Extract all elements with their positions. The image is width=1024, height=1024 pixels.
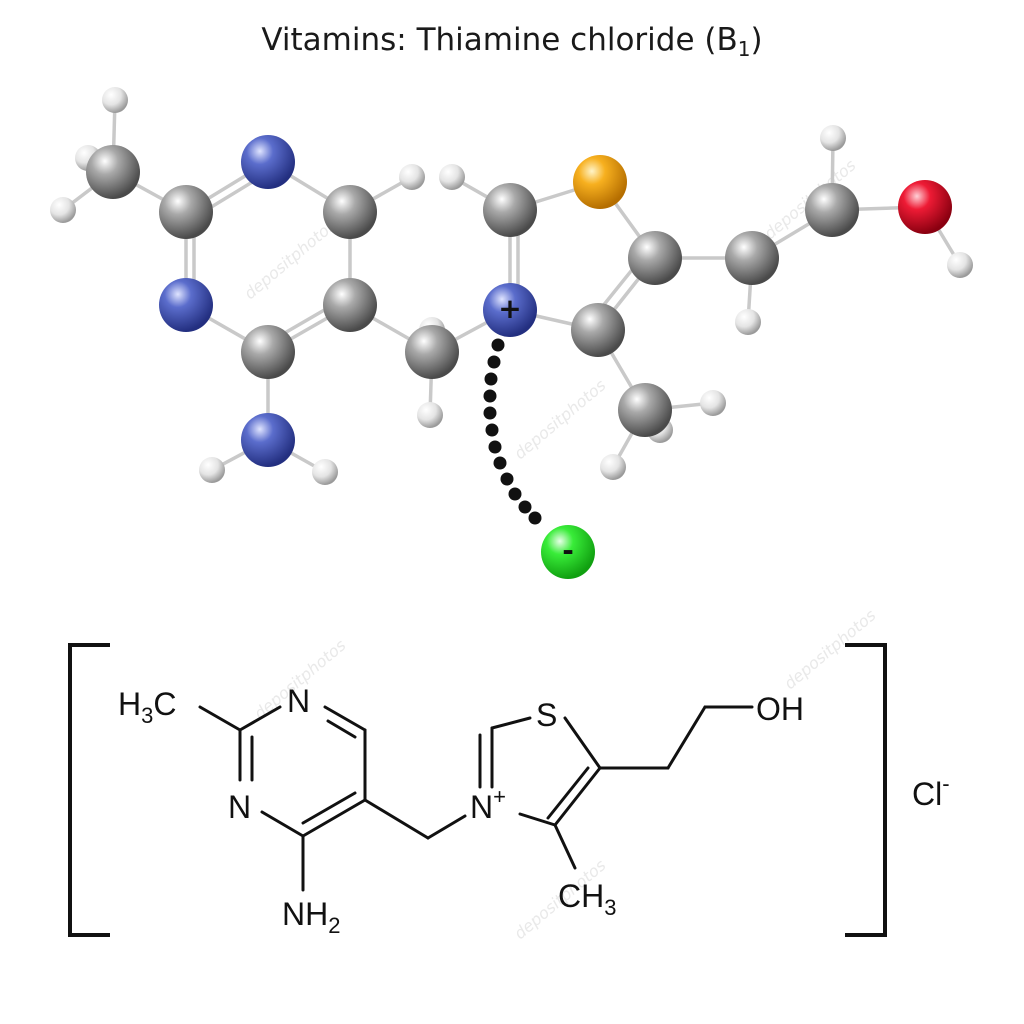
figure-title: Vitamins: Thiamine chloride (B1) — [0, 22, 1024, 61]
hydrogen-atom — [735, 309, 761, 335]
nitrogen-atom — [159, 278, 213, 332]
title-text: Vitamins: Thiamine chloride (B — [261, 22, 738, 58]
sulfur-label: S — [536, 697, 557, 733]
hydrogen-atom — [820, 125, 846, 151]
hydrogen-atom — [417, 402, 443, 428]
pyrimidine-n-top-label: N — [287, 683, 310, 719]
hydrogen-atom — [399, 164, 425, 190]
title-close-paren: ) — [750, 22, 763, 58]
ionic-interaction-dots — [483, 338, 542, 525]
sulfur-atom — [573, 155, 627, 209]
hydrogen-atom — [700, 390, 726, 416]
carbon-atom — [323, 278, 377, 332]
carbon-atom — [241, 325, 295, 379]
left-bracket — [68, 643, 110, 937]
hydrogen-atom — [50, 197, 76, 223]
chloride-counter-ion-label: Cl- — [912, 771, 950, 812]
watermark-text: depositphotos — [240, 216, 339, 304]
carbon-atom — [805, 183, 859, 237]
heavy-atoms — [86, 135, 952, 579]
structural-formula: H3C N N NH2 N+ S OH CH3 Cl- — [68, 643, 950, 938]
hydrogen-atom — [199, 457, 225, 483]
title-subscript: 1 — [737, 37, 751, 61]
thiazolium-n-plus-label: N+ — [470, 784, 506, 825]
hydroxyl-label: OH — [756, 691, 804, 727]
carbon-atom — [725, 231, 779, 285]
watermark-text: depositphotos — [510, 376, 609, 464]
nitrogen-atom — [241, 135, 295, 189]
carbon-atom — [618, 383, 672, 437]
carbon-atom — [323, 185, 377, 239]
carbon-atom — [405, 325, 459, 379]
pyrimidine-n-left-label: N — [228, 789, 251, 825]
anion-charge-label: - — [562, 534, 574, 567]
hydrogen-atom — [947, 252, 973, 278]
hydrogen-atom — [439, 164, 465, 190]
ring-methyl-label: CH3 — [558, 878, 616, 920]
ball-stick-model: + - — [50, 87, 973, 579]
carbon-atom — [483, 183, 537, 237]
watermark-text: depositphotos — [780, 606, 879, 694]
cation-charge-label: + — [498, 292, 521, 325]
nitrogen-cation-atom — [483, 283, 537, 337]
nitrogen-atom — [241, 413, 295, 467]
hydrogen-atom — [102, 87, 128, 113]
methyl-group-label: H3C — [118, 686, 176, 728]
amino-group-label: NH2 — [282, 896, 340, 938]
carbon-atom — [159, 185, 213, 239]
carbon-atom — [571, 303, 625, 357]
hydrogen-atom — [600, 454, 626, 480]
carbon-atom — [86, 145, 140, 199]
oxygen-atom — [898, 180, 952, 234]
formula-bonds — [198, 705, 754, 892]
right-bracket — [845, 643, 887, 937]
chloride-anion-atom — [541, 525, 595, 579]
carbon-atom — [628, 231, 682, 285]
hydrogen-atom — [312, 459, 338, 485]
